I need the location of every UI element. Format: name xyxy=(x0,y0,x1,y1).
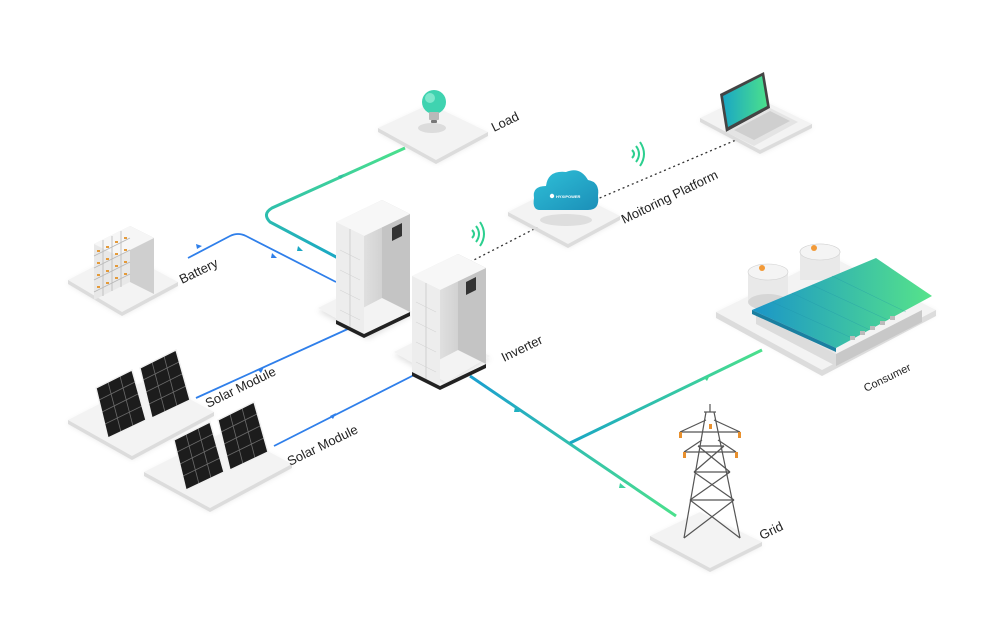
wifi-icon xyxy=(631,141,645,167)
battery-rack-icon xyxy=(93,226,154,300)
label-battery: Battery xyxy=(177,255,221,287)
label-grid: Grid xyxy=(757,518,786,542)
label-consumer: Consumer xyxy=(862,362,913,395)
label-inverter: Inverter xyxy=(499,332,546,365)
load-connection-line xyxy=(265,146,406,260)
factory-icon xyxy=(747,243,932,366)
monitoring-dotted-line-1 xyxy=(469,225,541,263)
solar-panel-icon xyxy=(173,400,269,492)
grid-connection-line xyxy=(469,374,677,518)
lightbulb-icon xyxy=(418,90,446,133)
label-solar-module-2: Solar Module xyxy=(285,422,360,469)
label-monitoring-platform: Moitoring Platform xyxy=(619,167,720,227)
wifi-icon xyxy=(471,221,485,247)
label-load: Load xyxy=(489,109,522,135)
flow-arrows xyxy=(196,174,710,488)
tile-edges xyxy=(68,118,936,572)
battery-connection-line xyxy=(187,233,337,283)
solar-panel-icon xyxy=(95,348,191,440)
cloud-icon: HYXiPOWER xyxy=(533,170,599,226)
inverter-cabinet-icon xyxy=(336,200,410,338)
laptop-icon xyxy=(720,72,798,146)
label-solar-module-1: Solar Module xyxy=(203,364,278,411)
solar-module-2-line xyxy=(273,371,421,447)
transmission-tower-icon xyxy=(679,404,741,539)
consumer-connection-line xyxy=(569,348,763,445)
grid-tile xyxy=(650,512,762,568)
tower-insulators xyxy=(679,424,741,458)
solar-module-1-line xyxy=(195,317,373,399)
inverter-cabinet-icon xyxy=(412,254,486,390)
monitoring-dotted-line-2 xyxy=(594,139,737,201)
cloud-logo-text: HYXiPOWER xyxy=(556,194,581,199)
